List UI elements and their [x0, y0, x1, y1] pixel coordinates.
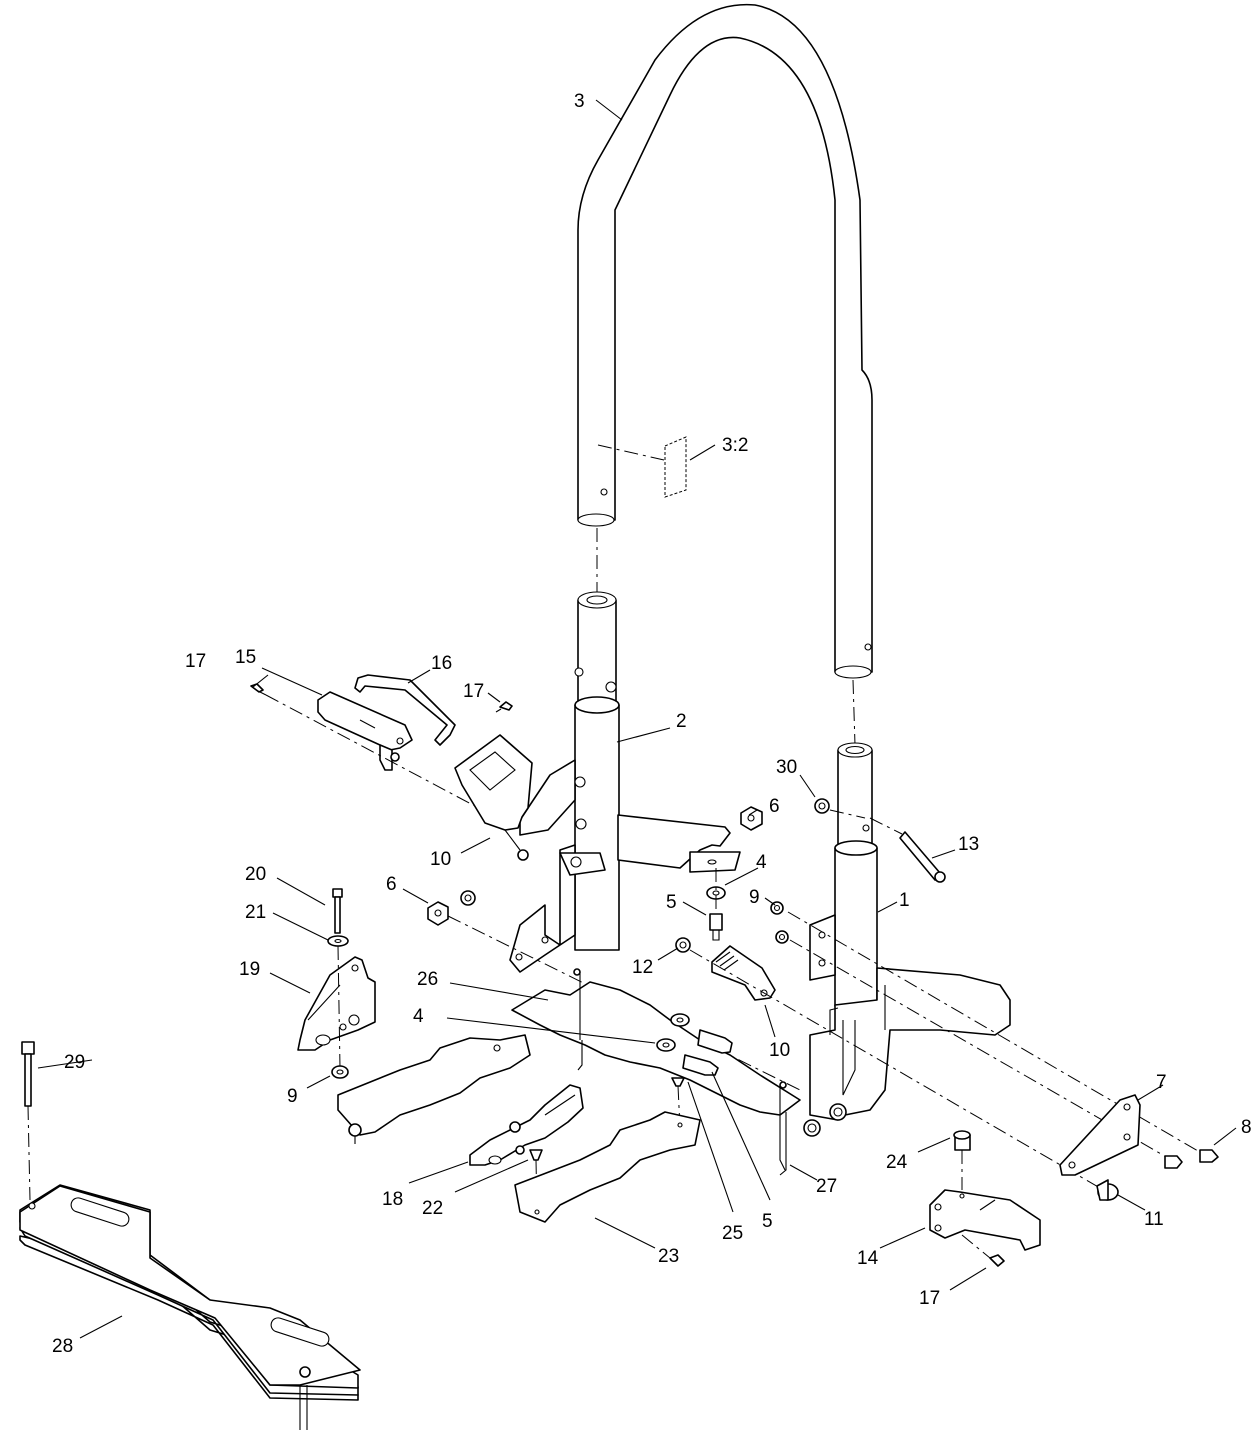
bolt-17-right [495, 701, 513, 713]
callout-2: 2 [676, 711, 687, 732]
bolt-5-upper [709, 913, 723, 941]
latch-18 [469, 1084, 584, 1166]
nut-30 [814, 798, 830, 814]
screw-22 [529, 1149, 543, 1161]
callout-30: 30 [776, 757, 797, 778]
callout-21: 21 [245, 902, 266, 923]
seat-belt-latch-upper [454, 734, 533, 861]
seat-pad-left [337, 1034, 531, 1144]
callout-11: 11 [1144, 1209, 1164, 1230]
bolt-8 [1164, 1149, 1219, 1169]
bolt-17-left [250, 683, 267, 696]
centerline-22 [535, 1159, 538, 1213]
seat-plate-26 [511, 968, 801, 1171]
callout-25: 25 [722, 1223, 743, 1244]
callout-7: 7 [1156, 1072, 1167, 1093]
callout-26: 26 [417, 969, 438, 990]
centerline-29 [27, 1105, 31, 1201]
callout-9-lower: 9 [287, 1086, 298, 1107]
callout-14: 14 [857, 1248, 879, 1269]
flange-nut-6-right [740, 806, 763, 831]
callout-6-right: 6 [769, 796, 780, 817]
spacer-plates-28 [19, 1184, 361, 1430]
centerline-17 [961, 1234, 991, 1259]
rod-27 [779, 1112, 787, 1176]
callout-5-upper: 5 [666, 892, 677, 913]
roll-bar-hoop [577, 3, 873, 679]
nut-9-lower [331, 1065, 349, 1079]
bolt-29 [21, 1041, 35, 1107]
callout-16: 16 [431, 653, 452, 674]
bumper-24 [953, 1130, 971, 1151]
callout-6-left: 6 [386, 874, 397, 895]
callout-17-lower: 17 [919, 1288, 940, 1309]
callout-1: 1 [899, 890, 910, 911]
bracket-14 [929, 1189, 1041, 1251]
bracket-16 [354, 674, 456, 746]
centerline-30 [829, 809, 866, 819]
callout-5-lower: 5 [762, 1211, 773, 1232]
callout-4-upper: 4 [756, 852, 767, 873]
centerline-right [852, 679, 856, 746]
washer-4-lower [656, 1013, 690, 1052]
callout-29: 29 [64, 1052, 85, 1073]
callout-24: 24 [886, 1152, 908, 1173]
plate-7 [1059, 1094, 1141, 1176]
decal-label [597, 436, 687, 498]
callout-10-lower: 10 [769, 1040, 790, 1061]
callout-labels: 3 3:2 2 17 15 16 17 10 30 6 13 4 5 9 1 6… [52, 91, 1252, 1357]
callout-17-right: 17 [463, 681, 484, 702]
nut-12 [675, 937, 691, 953]
callout-13: 13 [958, 834, 979, 855]
centerline-13 [869, 817, 903, 835]
callout-18: 18 [382, 1189, 403, 1210]
callout-17-left: 17 [185, 651, 206, 672]
callout-9-upper: 9 [749, 887, 760, 908]
callout-4-lower: 4 [413, 1006, 424, 1027]
seat-belt-buckle-lower [711, 945, 776, 1001]
callout-3: 3 [574, 91, 585, 112]
pin-11 [1096, 1179, 1119, 1201]
bracket-19 [297, 956, 376, 1051]
flange-nut-6-left [427, 890, 476, 926]
callout-27: 27 [816, 1176, 837, 1197]
callout-20: 20 [245, 864, 266, 885]
callout-10-upper: 10 [430, 849, 451, 870]
bracket-15 [317, 691, 413, 771]
callout-3-2: 3:2 [722, 435, 748, 456]
right-upright-mount [803, 742, 1011, 1137]
washer-21 [327, 935, 349, 947]
callout-28: 28 [52, 1336, 73, 1357]
callout-15: 15 [235, 647, 256, 668]
left-upright-mount [509, 591, 741, 973]
callout-8: 8 [1241, 1117, 1252, 1138]
bolt-5-lower [682, 1029, 733, 1076]
bolt-13 [899, 831, 946, 883]
centerline-12 [689, 949, 1101, 1189]
callout-19: 19 [239, 959, 260, 980]
callout-23: 23 [658, 1246, 679, 1267]
callout-22: 22 [422, 1198, 443, 1219]
centerline-20 [337, 945, 341, 1069]
bolt-17-lower [989, 1254, 1005, 1267]
screw-25 [671, 1077, 685, 1087]
callout-12: 12 [632, 957, 653, 978]
bolt-20 [332, 888, 343, 934]
nut-9-upper [770, 901, 789, 944]
leader-lines [37, 99, 1237, 1339]
centerline-15 [265, 694, 521, 831]
seat-pad-23 [514, 1111, 701, 1223]
